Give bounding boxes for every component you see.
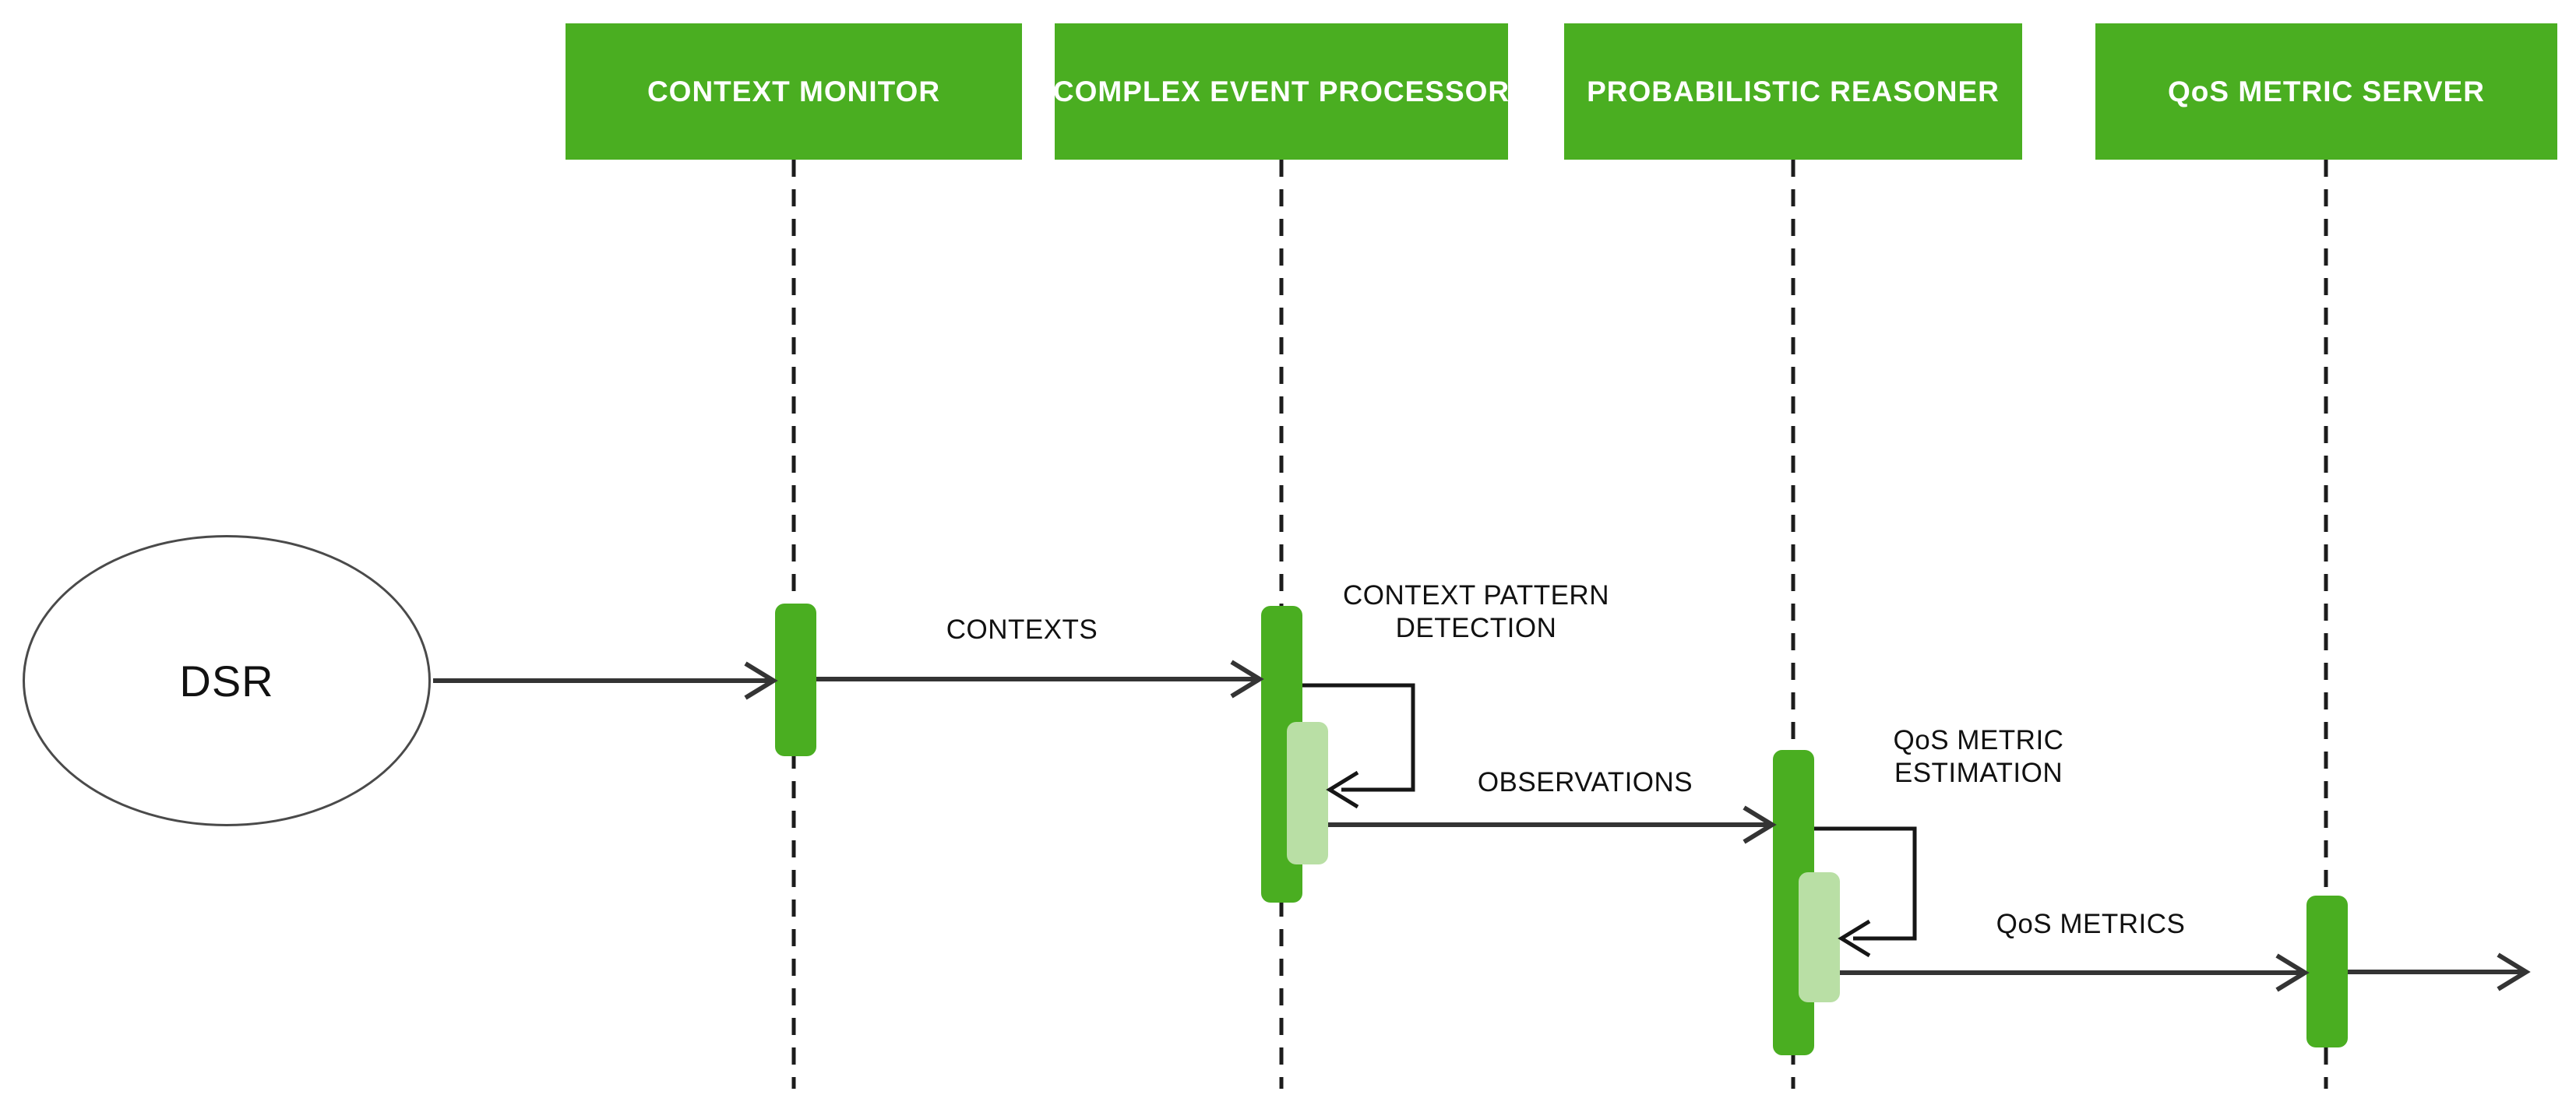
actor-box-qos-metric-server: QoS METRIC SERVER: [2095, 23, 2557, 160]
activation-qos-metric-server: [2306, 896, 2348, 1047]
self-message-qos-metric-estimation: [1814, 826, 1917, 958]
actor-label-complex-event-processor: COMPLEX EVENT PROCESSOR: [1052, 75, 1510, 107]
activation-context-monitor: [775, 604, 816, 756]
self-message-context-pattern-detection: [1302, 683, 1415, 809]
message-arrow-qos-metrics-out: [2348, 952, 2531, 991]
actor-label-probabilistic-reasoner: PROBABILISTIC REASONER: [1587, 75, 2000, 107]
message-label-qos-metrics: QoS METRICS: [1996, 909, 2186, 939]
message-label-qos-metric-estimation: QoS METRIC ESTIMATION: [1893, 725, 2064, 788]
message-arrow-qos-metrics: [1840, 953, 2310, 992]
message-label-contexts: CONTEXTS: [946, 614, 1098, 645]
actor-label-context-monitor: CONTEXT MONITOR: [647, 75, 941, 107]
message-arrow-contexts: [816, 660, 1264, 699]
activation-complex-event-processor-nested: [1287, 722, 1328, 864]
message-label-observations: OBSERVATIONS: [1477, 767, 1693, 797]
message-arrow-dsr-to-context-monitor: [433, 661, 778, 700]
activation-probabilistic-reasoner-nested: [1799, 872, 1840, 1002]
message-label-context-pattern-detection: CONTEXT PATTERN DETECTION: [1343, 580, 1609, 643]
actor-box-complex-event-processor: COMPLEX EVENT PROCESSOR: [1052, 23, 1510, 160]
message-arrow-observations: [1328, 805, 1777, 844]
actor-box-probabilistic-reasoner: PROBABILISTIC REASONER: [1564, 23, 2022, 160]
external-actor-ellipse: DSR: [23, 535, 431, 826]
actor-box-context-monitor: CONTEXT MONITOR: [566, 23, 1022, 160]
actor-label-qos-metric-server: QoS METRIC SERVER: [2168, 75, 2485, 107]
external-actor-label: DSR: [179, 656, 274, 706]
